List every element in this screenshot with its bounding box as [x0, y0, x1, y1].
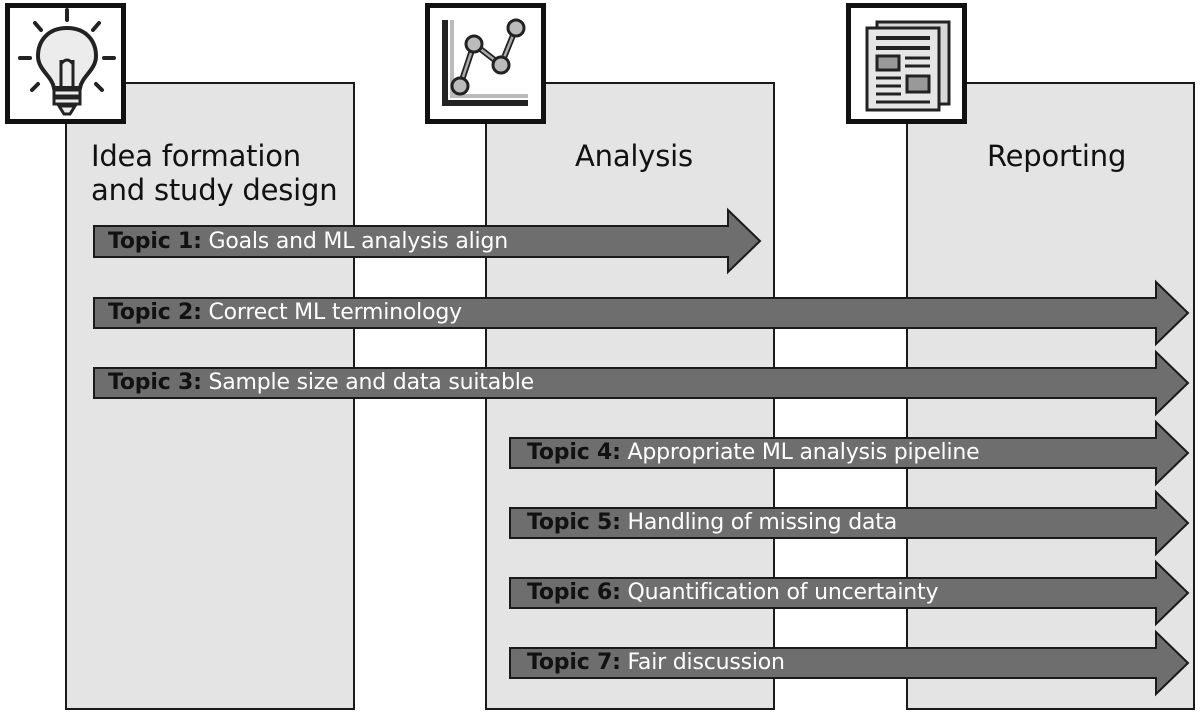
topic-5-text: Handling of missing data: [620, 510, 897, 535]
topic-2-arrow: [93, 279, 1190, 347]
topic-7-arrow: [509, 629, 1190, 697]
topic-3-number: Topic 3:: [108, 370, 202, 395]
phase-title-idea: Idea formation and study design: [91, 139, 338, 207]
phase-title-analysis: Analysis: [575, 139, 693, 173]
topic-6-arrow: [509, 559, 1190, 627]
topic-4-number: Topic 4:: [527, 440, 621, 465]
topic-5-arrow: [509, 489, 1190, 557]
topic-2-label: Topic 2: Correct ML terminology: [108, 300, 462, 326]
topic-2-number: Topic 2:: [108, 300, 202, 325]
topic-2-text: Correct ML terminology: [201, 300, 462, 325]
topic-6-text: Quantification of uncertainty: [620, 580, 939, 605]
topic-5-label: Topic 5: Handling of missing data: [527, 510, 897, 536]
lightbulb-icon: [5, 3, 126, 124]
line-chart-icon-graphic: [442, 18, 528, 106]
topic-4-arrow: [509, 419, 1190, 487]
topic-4-label: Topic 4: Appropriate ML analysis pipelin…: [527, 440, 980, 466]
topic-6-label: Topic 6: Quantification of uncertainty: [527, 580, 938, 606]
topic-7-text: Fair discussion: [620, 650, 785, 675]
topic-1-label: Topic 1: Goals and ML analysis align: [108, 229, 508, 255]
topic-6-number: Topic 6:: [527, 580, 621, 605]
topic-7-number: Topic 7:: [527, 650, 621, 675]
topic-4-text: Appropriate ML analysis pipeline: [620, 440, 980, 465]
topic-1-arrow: [93, 207, 762, 275]
topic-5-number: Topic 5:: [527, 510, 621, 535]
phase-title-reporting: Reporting: [987, 139, 1127, 173]
lightbulb-icon-graphic: [18, 8, 116, 116]
line-chart-icon: [425, 3, 546, 124]
topic-7-label: Topic 7: Fair discussion: [527, 650, 785, 676]
topic-3-arrow: [93, 349, 1190, 417]
topic-1-text: Goals and ML analysis align: [201, 229, 508, 254]
newspaper-icon-graphic: [865, 20, 951, 112]
newspaper-icon: [846, 3, 967, 124]
topic-1-number: Topic 1:: [108, 229, 202, 254]
topic-3-text: Sample size and data suitable: [201, 370, 534, 395]
topic-3-label: Topic 3: Sample size and data suitable: [108, 370, 534, 396]
